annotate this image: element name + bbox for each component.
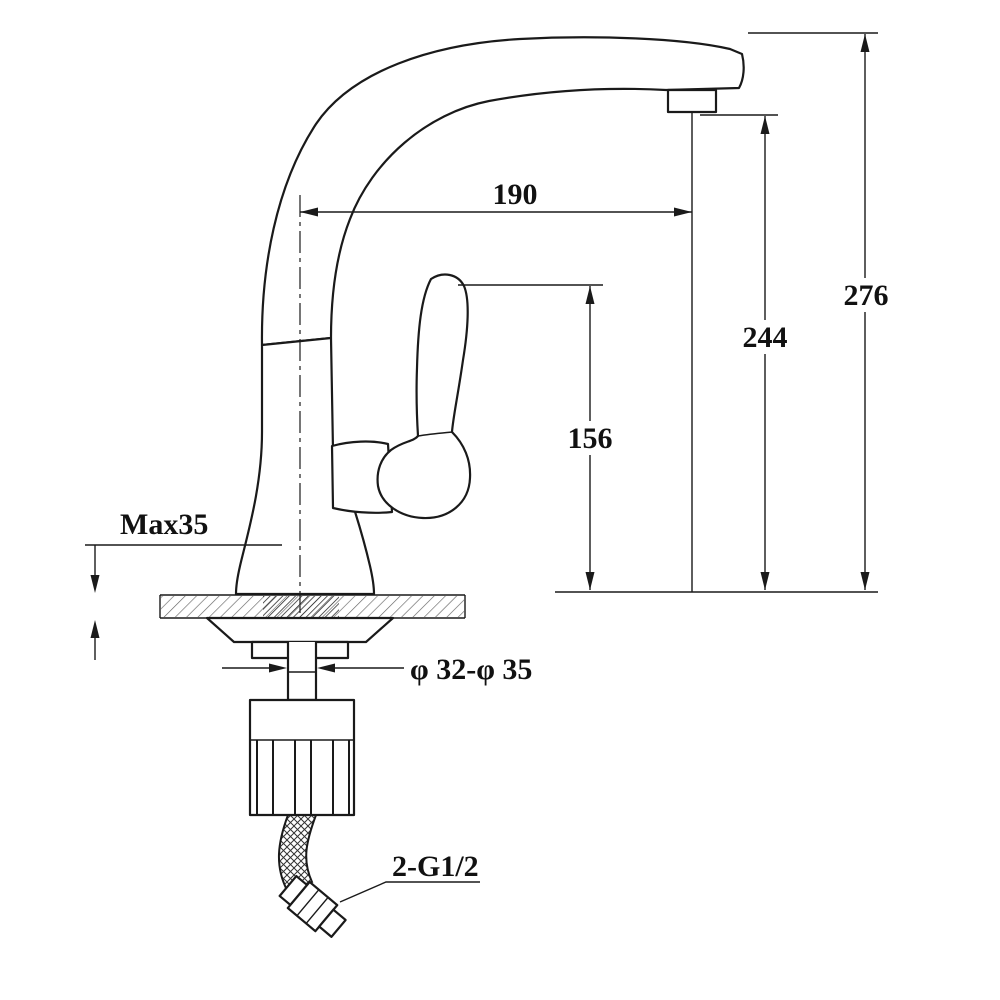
faucet-outline (234, 36, 745, 640)
fitting-tip (318, 908, 347, 938)
dim-label-276: 276 (844, 279, 889, 312)
handle-seam (417, 431, 453, 437)
mounting-hardware (205, 616, 395, 817)
nut-castellations (256, 740, 350, 815)
arrowhead (585, 286, 595, 304)
arrowhead (760, 116, 770, 134)
leader-line (339, 881, 480, 903)
arrowhead (860, 572, 870, 590)
dim-label-244: 244 (743, 321, 788, 354)
arrowhead (269, 663, 287, 673)
dim-label-190: 190 (493, 178, 538, 211)
counter-section-hatch (263, 596, 339, 617)
spout-nozzle (666, 88, 718, 114)
arrowhead (585, 572, 595, 590)
dim-label-max35: Max35 (120, 508, 208, 541)
dim-label-hole-diameter: φ 32-φ 35 (410, 653, 532, 686)
handle-joint (330, 440, 394, 514)
dimension-body-height: 156 (458, 284, 621, 590)
arrowhead (674, 207, 692, 217)
hose-end-fitting (278, 874, 347, 938)
label-thread-spec: 2-G1/2 (339, 850, 480, 903)
handle-lever (376, 273, 472, 520)
arrowhead (317, 663, 335, 673)
arrowhead (860, 34, 870, 52)
spout (260, 36, 745, 347)
fitting-facet-2 (305, 896, 329, 924)
countertop (159, 594, 466, 619)
dim-label-156: 156 (568, 422, 613, 455)
label-mask (735, 320, 795, 354)
arrowhead (90, 575, 100, 593)
label-mask (559, 421, 621, 455)
label-mask (835, 278, 897, 312)
mounting-nut (248, 698, 356, 817)
dimension-spout-reach: 190 (300, 112, 693, 592)
supply-hose (278, 814, 347, 938)
dim-label-thread-spec: 2-G1/2 (392, 850, 479, 883)
dimension-max-thickness: Max35 (85, 508, 282, 660)
mounting-flange (205, 616, 395, 644)
threaded-shank (286, 642, 318, 702)
dimension-hole-diameter: φ 32-φ 35 (222, 653, 532, 686)
arrowhead (300, 207, 318, 217)
dimension-overall-height: 276 (555, 32, 897, 593)
fitting-facet-1 (296, 889, 320, 917)
arrowhead (760, 572, 770, 590)
arrowhead (90, 620, 100, 638)
dimension-height-to-spout: 244 (700, 114, 795, 590)
